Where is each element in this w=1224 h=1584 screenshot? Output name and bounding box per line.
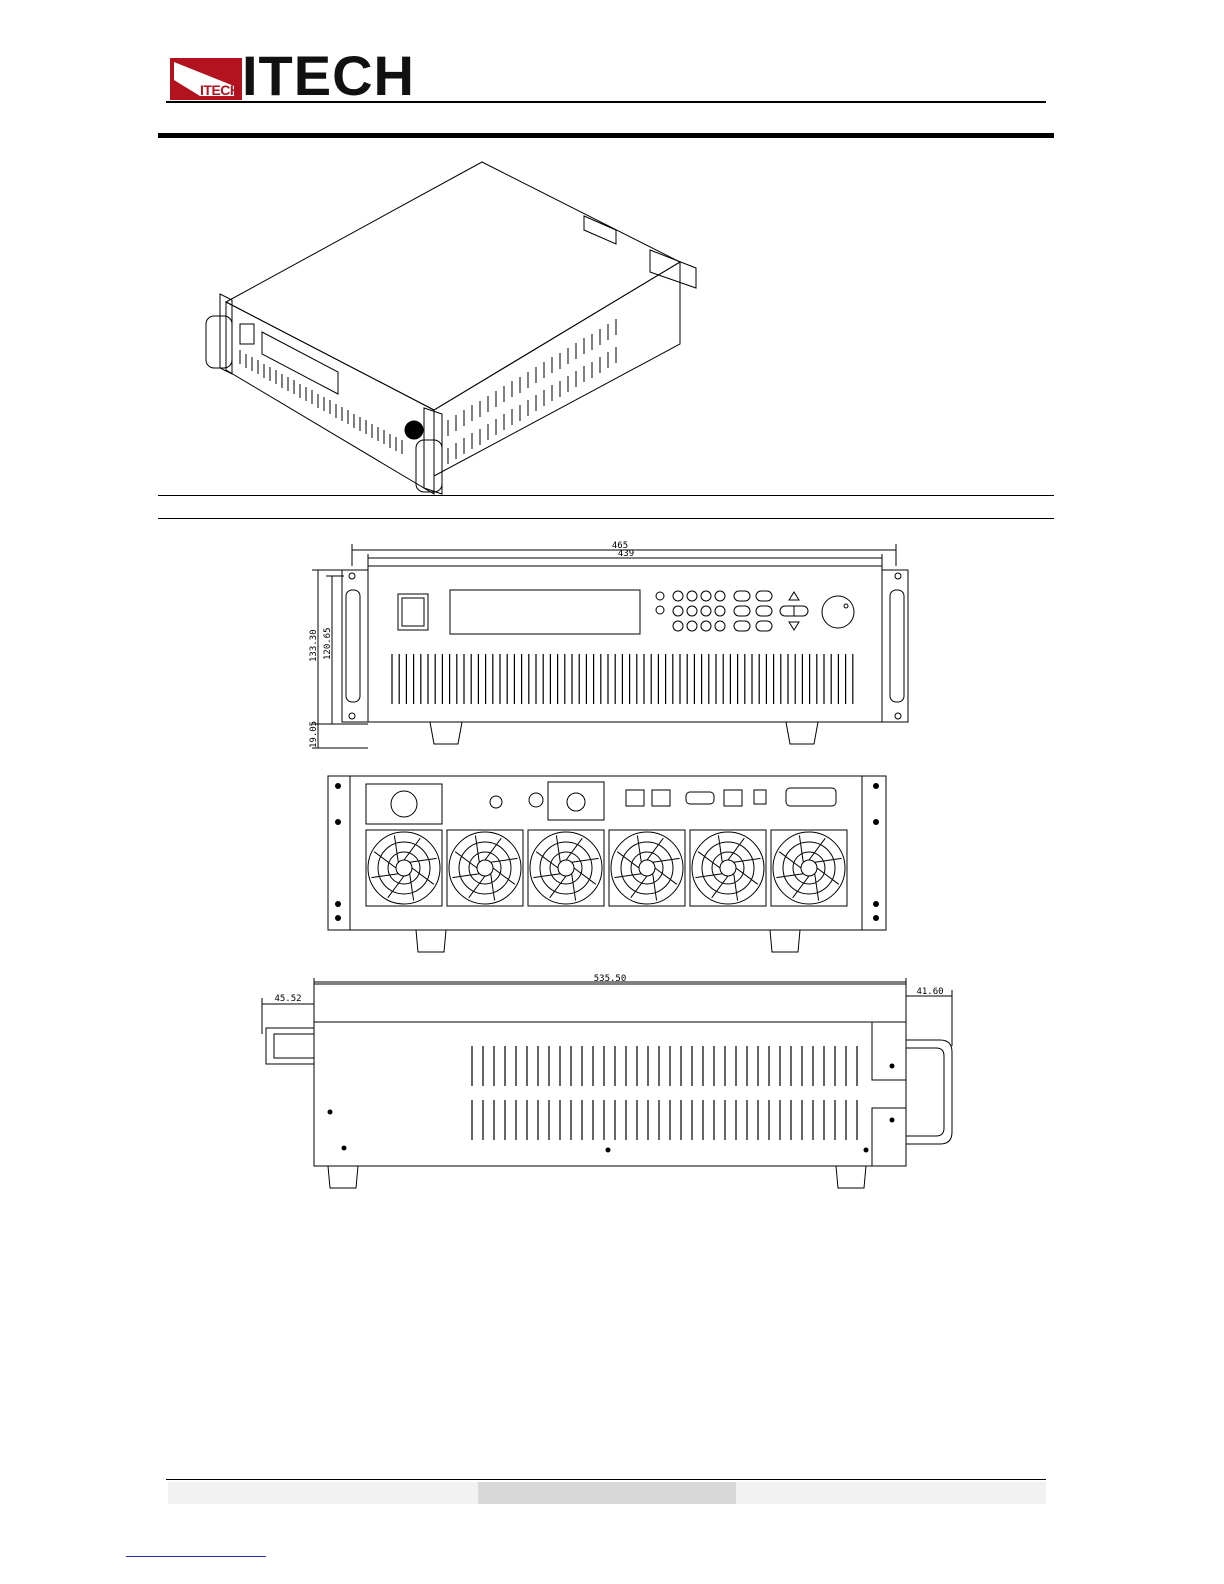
dim-front-height-body: 120.65 [323,627,333,660]
footer-bar-center [478,1482,736,1504]
dim-front-height-overall: 133.30 [309,629,319,662]
itech-logo: ITECH ITECH [166,52,426,104]
isometric-view-drawing [196,158,706,498]
logo-emblem: ITECH [170,58,242,100]
footer-link-underline [126,1556,266,1557]
dim-side-front-protrusion: 45.52 [274,994,301,1004]
section-rule [158,518,1054,519]
front-view-drawing: 465 439 133.30 120.65 19.05 [300,536,920,752]
dim-front-width-body: 439 [618,549,634,559]
section-rule [158,495,1054,496]
side-view-drawing: 535.50 45.52 41.60 [258,972,958,1196]
header-thick-rule [158,133,1054,138]
header-rule [166,101,1046,103]
footer-rule [166,1479,1046,1480]
dim-side-rear-protrusion: 41.60 [916,987,943,997]
logo-wordmark: ITECH [242,46,415,106]
logo-emblem-text: ITECH [200,82,240,98]
dim-front-foot-height: 19.05 [309,721,319,748]
rear-view-drawing [326,772,890,958]
dim-side-depth: 535.50 [594,974,627,984]
